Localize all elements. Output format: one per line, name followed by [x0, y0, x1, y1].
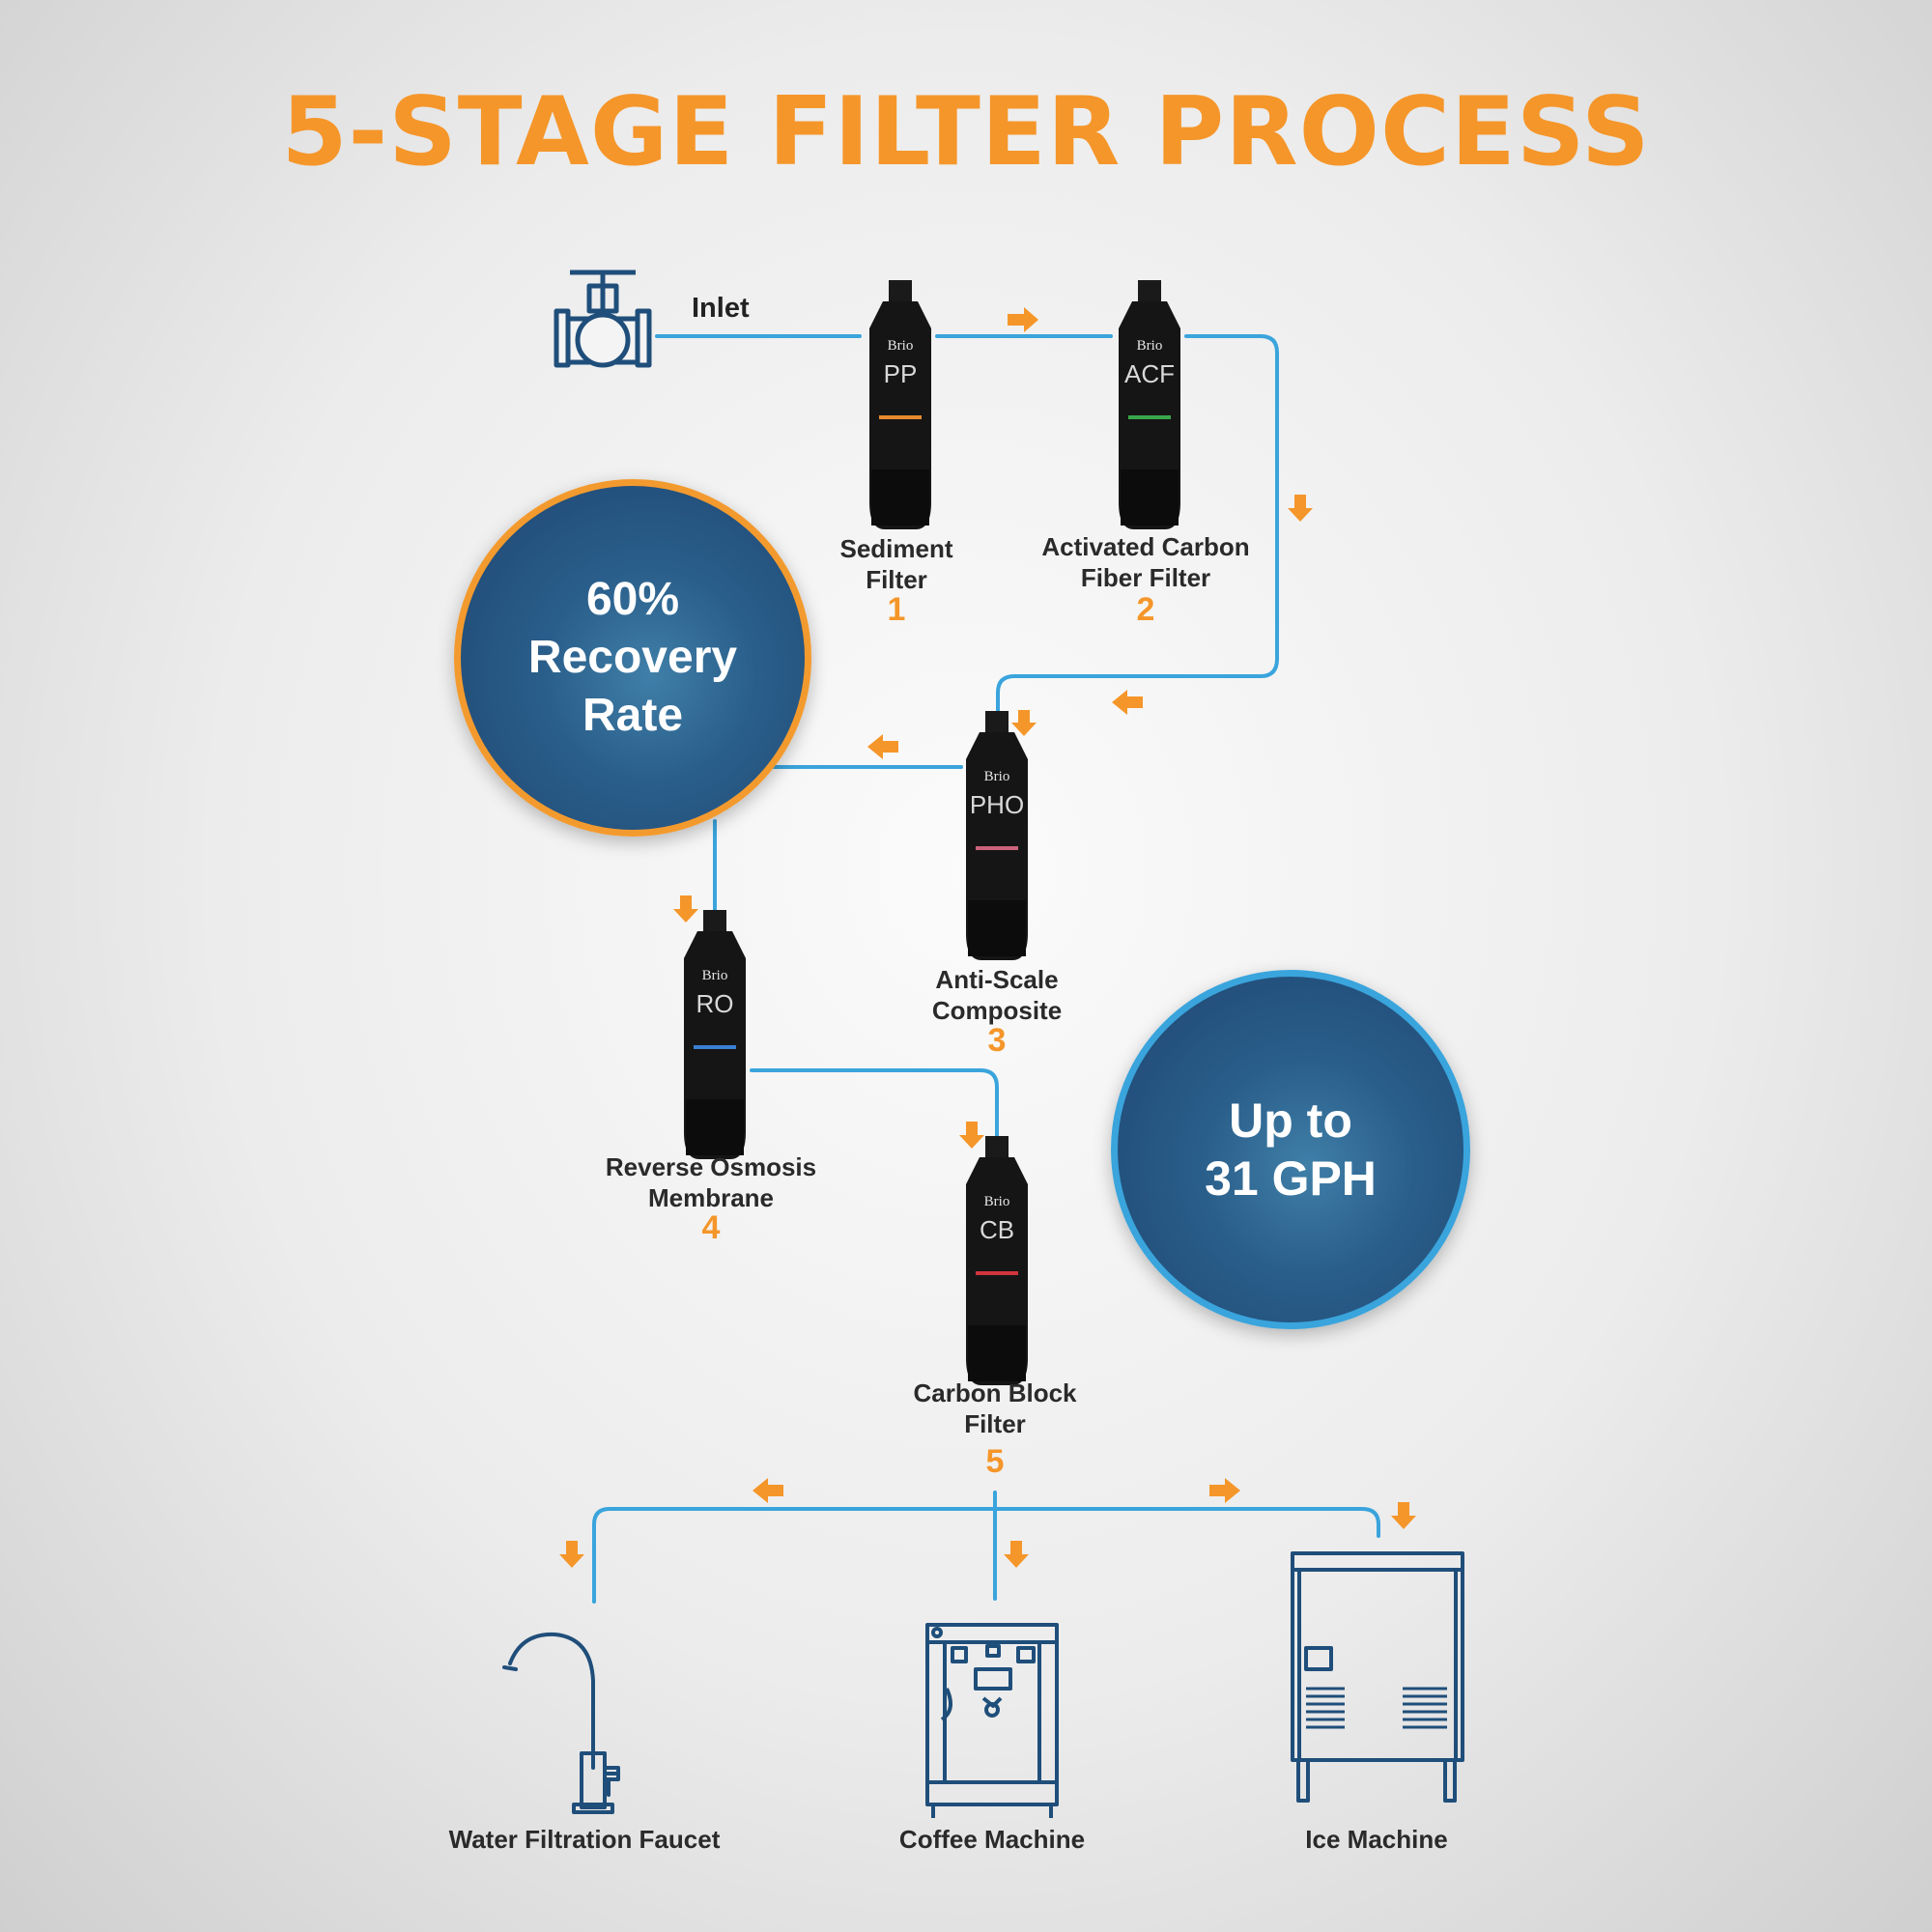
filter-code: PP	[884, 359, 918, 388]
pipe-stage2-to-stage3	[996, 334, 1279, 722]
pipe-distribution	[592, 1491, 1380, 1604]
arrow-down-icon	[1004, 1541, 1029, 1568]
filter-code: ACF	[1124, 359, 1175, 388]
stage-1-number: 1	[887, 591, 906, 628]
brand-label: Brio	[702, 968, 728, 983]
filter-cartridge-pp: Brio PP	[869, 280, 931, 529]
flow-rate-line1: Up to	[1229, 1094, 1352, 1148]
arrow-left-icon	[753, 1478, 783, 1503]
filter-cartridge-ro: Brio RO	[684, 910, 746, 1159]
output-ice-label: Ice Machine	[1305, 1825, 1448, 1854]
filter-cartridge-pho: Brio PHO	[966, 711, 1028, 960]
stage-2-number: 2	[1136, 591, 1155, 628]
pipe-stage4-to-stage5	[750, 1068, 999, 1140]
recovery-rate-badge: 60% Recovery Rate	[454, 479, 811, 837]
coffee-machine-icon	[925, 1623, 1059, 1818]
arrow-down-icon	[559, 1541, 584, 1568]
valve-icon	[554, 270, 652, 368]
color-band	[879, 415, 922, 419]
stage-4-line2: Membrane	[647, 1183, 775, 1212]
recovery-value: 60%	[585, 574, 680, 625]
arrow-left-icon	[867, 734, 898, 759]
stage-5-number: 5	[985, 1443, 1005, 1480]
output-faucet-label: Water Filtration Faucet	[448, 1825, 721, 1854]
inlet-label: Inlet	[692, 293, 750, 324]
brand-label: Brio	[984, 769, 1010, 784]
filter-code: PHO	[970, 790, 1024, 819]
flow-rate-badge: Up to 31 GPH	[1111, 970, 1470, 1329]
output-coffee-label: Coffee Machine	[898, 1825, 1086, 1854]
stage-5-line1: Carbon Block	[913, 1378, 1077, 1407]
stage-5-label: Carbon Block Filter	[869, 1378, 1121, 1439]
arrow-down-icon	[1011, 710, 1037, 736]
stage-4-line1: Reverse Osmosis	[605, 1152, 817, 1181]
brand-label: Brio	[1137, 338, 1163, 354]
brand-label: Brio	[984, 1194, 1010, 1209]
stage-4-number: 4	[701, 1209, 721, 1246]
stage-1-line1: Sediment	[839, 534, 953, 563]
stage-2-line1: Activated Carbon	[1041, 532, 1250, 561]
arrow-down-icon	[1288, 495, 1313, 522]
color-band	[694, 1045, 736, 1049]
stage-1-label: Sediment Filter	[781, 533, 1012, 595]
filter-cartridge-cb: Brio CB	[966, 1136, 1028, 1385]
brand-label: Brio	[888, 338, 914, 354]
arrow-right-icon	[1209, 1478, 1240, 1503]
stage-5-line2: Filter	[964, 1409, 1026, 1438]
stage-4-label: Reverse Osmosis Membrane	[576, 1151, 846, 1213]
color-band	[976, 1271, 1018, 1275]
arrow-down-icon	[959, 1122, 984, 1149]
color-band	[1128, 415, 1171, 419]
stage-3-line2: Composite	[931, 996, 1063, 1025]
filter-code: CB	[980, 1215, 1014, 1244]
faucet-icon	[502, 1632, 620, 1814]
recovery-line3: Rate	[582, 690, 684, 741]
arrow-down-icon	[1391, 1502, 1416, 1529]
recovery-line2: Recovery	[527, 632, 738, 683]
ice-machine-icon	[1291, 1551, 1464, 1803]
arrow-right-icon	[1008, 307, 1038, 332]
stage-1-line2: Filter	[866, 565, 927, 594]
filter-cartridge-acf: Brio ACF	[1119, 280, 1180, 529]
stage-3-line1: Anti-Scale	[935, 965, 1059, 994]
stage-3-label: Anti-Scale Composite	[881, 964, 1113, 1026]
stage-2-label: Activated Carbon Fiber Filter	[1010, 531, 1281, 593]
stage-2-line2: Fiber Filter	[1080, 563, 1211, 592]
stage-3-number: 3	[987, 1022, 1007, 1059]
arrow-down-icon	[673, 895, 698, 923]
flow-arrows	[559, 307, 1416, 1568]
color-band	[976, 846, 1018, 850]
flow-rate-value: 31 GPH	[1205, 1151, 1377, 1206]
page-title: 5-STAGE FILTER PROCESS	[281, 77, 1651, 187]
arrow-left-icon	[1112, 690, 1143, 715]
filter-code: RO	[696, 989, 734, 1018]
